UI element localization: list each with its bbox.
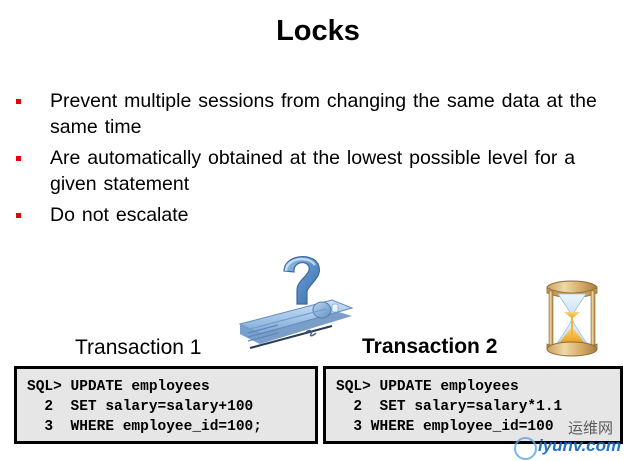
code-line: 2 SET salary=salary+100 <box>27 399 254 415</box>
hourglass-icon <box>536 278 608 360</box>
transaction-2-heading: Transaction 2 <box>362 335 498 358</box>
bullet-list: Prevent multiple sessions from changing … <box>0 88 620 233</box>
code-line: 3 WHERE employee_id=100 <box>336 419 554 435</box>
list-item: Prevent multiple sessions from changing … <box>0 88 620 140</box>
code-line: SQL> UPDATE employees <box>27 379 210 395</box>
bullet-marker-icon <box>16 213 21 218</box>
list-item: Are automatically obtained at the lowest… <box>0 145 620 197</box>
bullet-text: Do not escalate <box>50 204 189 226</box>
padlock-icon <box>236 246 356 358</box>
code-line: 3 WHERE employee_id=100; <box>27 419 262 435</box>
bullet-marker-icon <box>16 156 21 161</box>
transaction-1-code-box: SQL> UPDATE employees 2 SET salary=salar… <box>14 366 318 444</box>
transaction-1-heading: Transaction 1 <box>75 336 202 359</box>
code-line: 2 SET salary=salary*1.1 <box>336 399 563 415</box>
bullet-text: Are automatically obtained at the lowest… <box>50 147 576 195</box>
page-title: Locks <box>276 15 360 47</box>
code-line: SQL> UPDATE employees <box>336 379 519 395</box>
bullet-text: Prevent multiple sessions from changing … <box>50 90 597 138</box>
transaction-2-code-box: SQL> UPDATE employees 2 SET salary=salar… <box>323 366 623 444</box>
list-item: Do not escalate <box>0 202 620 228</box>
bullet-marker-icon <box>16 99 21 104</box>
